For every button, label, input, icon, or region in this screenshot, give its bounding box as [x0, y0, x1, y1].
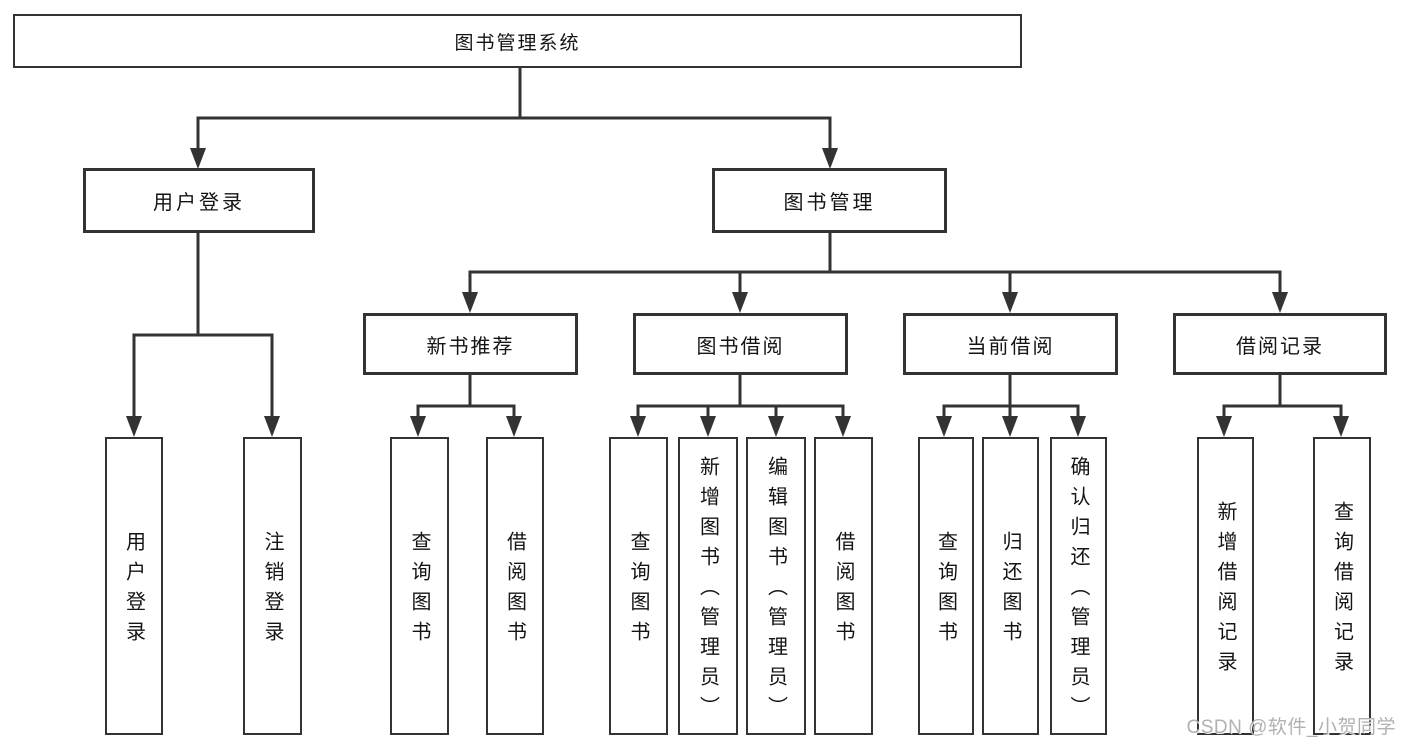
leaf-edit-books-admin: 编辑图书（管理员）	[746, 437, 806, 735]
leaf-add-borrow-record: 新增借阅记录	[1197, 437, 1254, 735]
node-label: 用户登录	[153, 192, 245, 214]
leaf-search-books-borrow: 查询图书	[609, 437, 668, 735]
leaf-borrow-books-recommend: 借阅图书	[486, 437, 544, 735]
leaf-search-books-current: 查询图书	[918, 437, 974, 735]
node-label: 借阅记录	[1236, 335, 1324, 358]
node-label: 新书推荐	[426, 335, 515, 358]
node-label: 确认归还（管理员）	[1067, 456, 1089, 726]
node-label: 查询图书	[627, 531, 649, 651]
node-label: 新增图书（管理员）	[696, 456, 719, 726]
leaf-search-borrow-record: 查询借阅记录	[1313, 437, 1371, 735]
node-current-borrowing: 当前借阅	[903, 313, 1118, 375]
leaf-logout: 注销登录	[243, 437, 302, 735]
leaf-confirm-return-admin: 确认归还（管理员）	[1050, 437, 1107, 735]
leaf-borrow-books: 借阅图书	[814, 437, 873, 735]
node-label: 查询图书	[408, 531, 430, 651]
node-label: 编辑图书（管理员）	[764, 456, 787, 726]
node-label: 图书借阅	[696, 335, 785, 358]
node-label: 归还图书	[999, 531, 1021, 651]
node-label: 借阅图书	[832, 531, 854, 651]
node-label: 图书管理系统	[454, 32, 581, 54]
node-label: 查询图书	[934, 531, 957, 651]
leaf-add-books-admin: 新增图书（管理员）	[678, 437, 738, 735]
leaf-user-login: 用户登录	[105, 437, 163, 735]
node-user-login: 用户登录	[83, 168, 315, 233]
node-book-borrowing: 图书借阅	[633, 313, 848, 375]
leaf-return-books: 归还图书	[982, 437, 1039, 735]
node-book-management: 图书管理	[712, 168, 947, 233]
node-new-book-recommendation: 新书推荐	[363, 313, 578, 375]
node-label: 新增借阅记录	[1214, 501, 1236, 681]
node-label: 用户登录	[122, 531, 145, 651]
node-label: 图书管理	[783, 192, 876, 214]
node-label: 借阅图书	[503, 531, 526, 651]
node-label: 查询借阅记录	[1330, 501, 1353, 681]
node-library-management-system: 图书管理系统	[13, 14, 1022, 68]
node-label: 注销登录	[261, 531, 283, 651]
node-label: 当前借阅	[966, 335, 1055, 358]
leaf-search-books-recommend: 查询图书	[390, 437, 449, 735]
node-borrowing-records: 借阅记录	[1173, 313, 1387, 375]
csdn-watermark: CSDN @软件_小贺同学	[1186, 717, 1396, 738]
